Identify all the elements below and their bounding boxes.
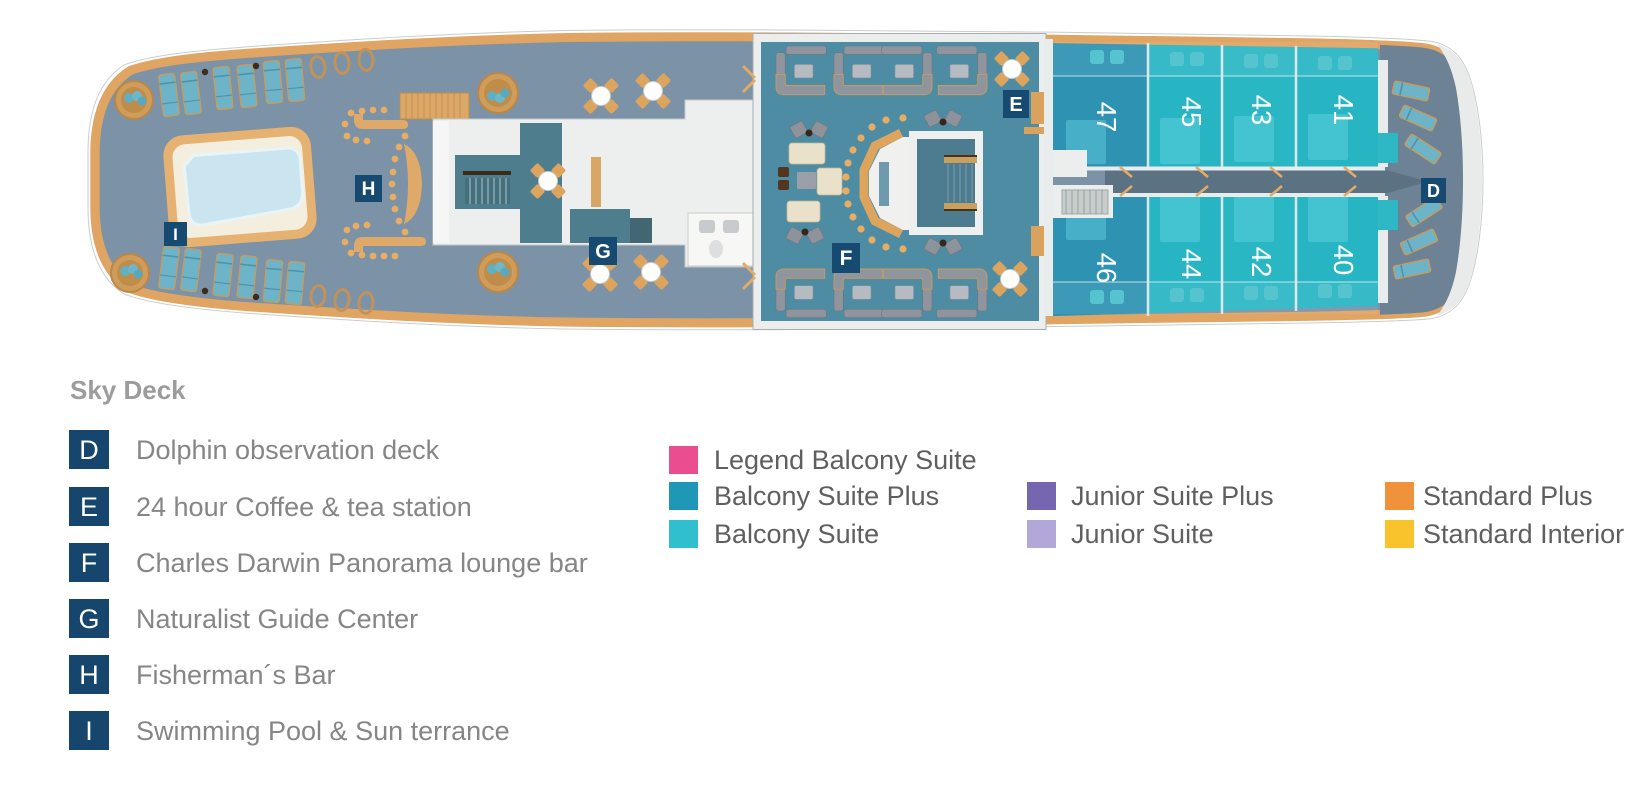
svg-text:24 hour Coffee & tea station: 24 hour Coffee & tea station bbox=[136, 492, 472, 522]
svg-text:Swimming Pool & Sun terrance: Swimming Pool & Sun terrance bbox=[136, 716, 510, 746]
svg-text:Balcony Suite: Balcony Suite bbox=[714, 519, 879, 549]
svg-text:Standard Interior: Standard Interior bbox=[1423, 519, 1624, 549]
svg-text:Fisherman´s Bar: Fisherman´s Bar bbox=[136, 660, 336, 690]
svg-text:Charles Darwin Panorama lounge: Charles Darwin Panorama lounge bar bbox=[136, 548, 588, 578]
svg-text:H: H bbox=[362, 179, 376, 200]
svg-text:Legend Balcony Suite: Legend Balcony Suite bbox=[714, 445, 977, 475]
svg-text:F: F bbox=[840, 247, 853, 270]
svg-text:F: F bbox=[81, 548, 98, 578]
svg-text:E: E bbox=[80, 492, 98, 522]
svg-text:45: 45 bbox=[1176, 97, 1207, 128]
svg-text:Standard Plus: Standard Plus bbox=[1423, 481, 1593, 511]
svg-text:47: 47 bbox=[1091, 102, 1122, 133]
svg-text:Sky Deck: Sky Deck bbox=[70, 375, 186, 405]
svg-text:G: G bbox=[78, 604, 99, 634]
svg-text:Balcony Suite Plus: Balcony Suite Plus bbox=[714, 481, 939, 511]
svg-text:Junior Suite Plus: Junior Suite Plus bbox=[1071, 481, 1274, 511]
svg-text:42: 42 bbox=[1246, 247, 1277, 278]
svg-text:H: H bbox=[79, 660, 99, 690]
svg-text:46: 46 bbox=[1091, 253, 1122, 284]
svg-text:40: 40 bbox=[1328, 245, 1359, 276]
svg-text:Naturalist Guide Center: Naturalist Guide Center bbox=[136, 604, 418, 634]
svg-text:41: 41 bbox=[1328, 95, 1359, 126]
svg-text:43: 43 bbox=[1246, 95, 1277, 126]
svg-text:I: I bbox=[173, 225, 178, 244]
svg-text:Junior Suite: Junior Suite bbox=[1071, 519, 1214, 549]
svg-text:G: G bbox=[595, 241, 611, 263]
svg-text:E: E bbox=[1009, 94, 1022, 116]
svg-text:Dolphin observation deck: Dolphin observation deck bbox=[136, 435, 440, 465]
svg-text:D: D bbox=[79, 435, 99, 465]
svg-text:I: I bbox=[85, 716, 93, 746]
svg-text:44: 44 bbox=[1176, 249, 1207, 280]
svg-text:D: D bbox=[1427, 181, 1440, 201]
